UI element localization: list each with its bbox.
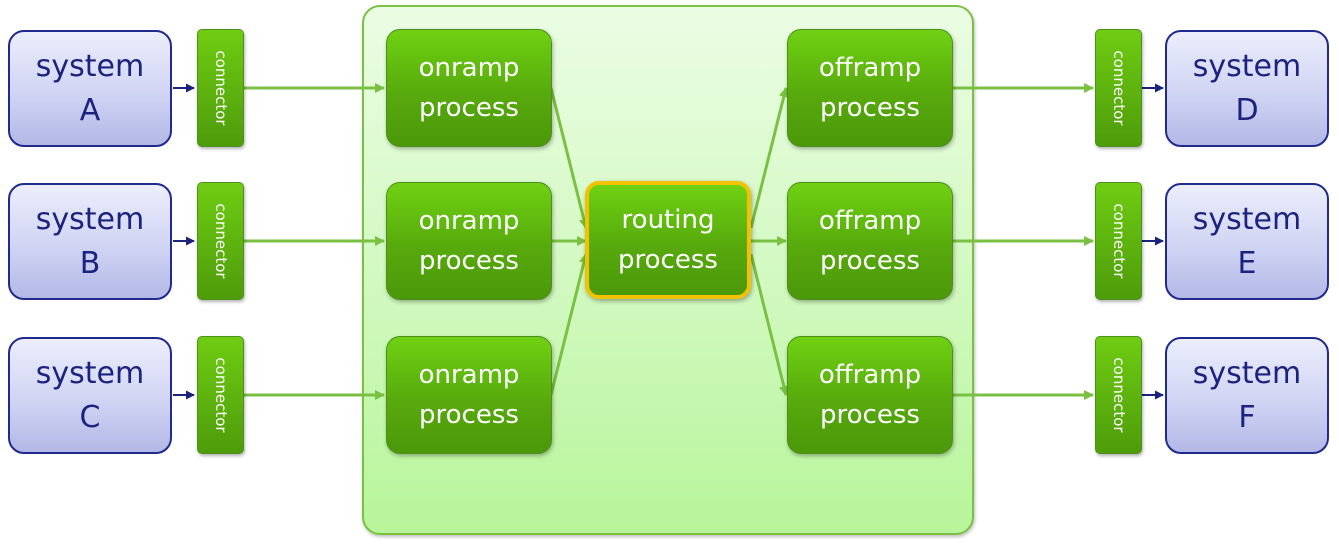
offramp-process-1: offramp process [787,29,953,147]
routing-line2: process [618,245,718,275]
system-c-word: system [35,355,145,391]
system-d-word: system [1192,48,1302,84]
system-e-letter: E [1237,245,1257,281]
system-d-box: system D [1165,30,1329,147]
connector-left-2: connector [197,182,244,300]
system-a-letter: A [79,92,101,128]
onramp-1-line2: process [419,93,519,123]
connector-left-1-label: connector [211,50,230,126]
system-b-box: system B [8,183,172,300]
connector-right-3-label: connector [1109,357,1128,433]
onramp-2-line2: process [419,246,519,276]
onramp-3-line2: process [419,400,519,430]
onramp-1-line1: onramp [418,53,520,83]
offramp-1-line1: offramp [818,53,922,83]
connector-left-3-label: connector [211,357,230,433]
system-c-letter: C [79,399,101,435]
system-a-word: system [35,48,145,84]
offramp-2-line1: offramp [818,206,922,236]
connector-left-1: connector [197,29,244,147]
connector-right-1: connector [1095,29,1142,147]
system-e-word: system [1192,201,1302,237]
system-c-box: system C [8,337,172,454]
onramp-2-line1: onramp [418,206,520,236]
connector-right-3: connector [1095,336,1142,454]
offramp-process-3: offramp process [787,336,953,454]
offramp-3-line1: offramp [818,360,922,390]
onramp-process-1: onramp process [386,29,552,147]
onramp-process-3: onramp process [386,336,552,454]
connector-left-3: connector [197,336,244,454]
offramp-2-line2: process [820,246,920,276]
system-e-box: system E [1165,183,1329,300]
system-f-letter: F [1238,399,1256,435]
offramp-process-2: offramp process [787,182,953,300]
offramp-1-line2: process [820,93,920,123]
onramp-3-line1: onramp [418,360,520,390]
onramp-process-2: onramp process [386,182,552,300]
system-f-box: system F [1165,337,1329,454]
system-b-letter: B [79,245,101,281]
routing-process: routing process [585,181,751,299]
system-f-word: system [1192,355,1302,391]
connector-left-2-label: connector [211,203,230,279]
routing-line1: routing [621,205,715,235]
connector-right-2: connector [1095,182,1142,300]
connector-right-1-label: connector [1109,50,1128,126]
system-b-word: system [35,201,145,237]
offramp-3-line2: process [820,400,920,430]
system-d-letter: D [1235,92,1259,128]
connector-right-2-label: connector [1109,203,1128,279]
system-a-box: system A [8,30,172,147]
